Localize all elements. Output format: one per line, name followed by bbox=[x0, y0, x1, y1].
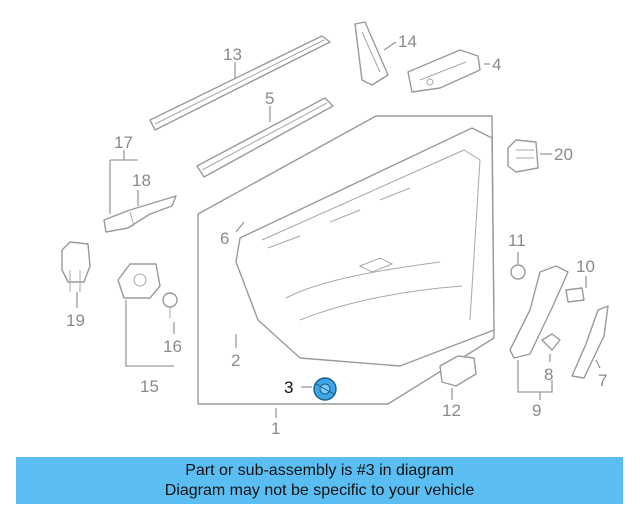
part-19-clip bbox=[61, 241, 91, 292]
part-1-door-trim-panel bbox=[197, 115, 495, 405]
part-16-bolt bbox=[162, 292, 178, 318]
callout-14: 14 bbox=[398, 32, 417, 51]
part-12-bezel bbox=[439, 355, 477, 387]
part-4-inner-handle bbox=[407, 49, 481, 93]
callout-1: 1 bbox=[271, 419, 280, 438]
info-banner: Part or sub-assembly is #3 in diagram Di… bbox=[16, 457, 623, 504]
banner-line-2: Diagram may not be specific to your vehi… bbox=[164, 482, 475, 499]
part-5-molding bbox=[196, 97, 334, 178]
callout-12: 12 bbox=[442, 401, 461, 420]
part-8-clip bbox=[541, 333, 561, 351]
part-11-screw bbox=[510, 264, 526, 280]
part-13-weatherstrip bbox=[149, 35, 331, 131]
callout-6: 6 bbox=[220, 229, 229, 248]
callout-17: 17 bbox=[114, 133, 133, 152]
callout-4: 4 bbox=[492, 55, 501, 74]
callout-7: 7 bbox=[598, 371, 607, 390]
callout-9: 9 bbox=[532, 401, 541, 420]
callout-13: 13 bbox=[223, 45, 242, 64]
callout-labels: 13 5 14 4 20 17 18 19 16 15 6 2 3 1 12 1… bbox=[66, 32, 607, 438]
part-3-fastener-highlighted bbox=[313, 377, 337, 401]
part-15-module bbox=[117, 263, 161, 299]
leader-lines bbox=[76, 41, 601, 418]
part-14-triangle-cover bbox=[354, 21, 389, 86]
callout-11: 11 bbox=[508, 231, 526, 250]
part-10-bolt bbox=[565, 287, 585, 303]
callout-3: 3 bbox=[284, 378, 293, 397]
callout-10: 10 bbox=[576, 257, 595, 276]
part-7-strip bbox=[571, 305, 609, 379]
callout-8: 8 bbox=[544, 365, 553, 384]
callout-16: 16 bbox=[163, 337, 182, 356]
callout-15: 15 bbox=[140, 377, 159, 396]
part-9-pull-bracket bbox=[509, 265, 569, 359]
callout-19: 19 bbox=[66, 311, 85, 330]
banner-line-1: Part or sub-assembly is #3 in diagram bbox=[185, 462, 454, 479]
part-20-switch bbox=[507, 139, 539, 173]
callout-2: 2 bbox=[231, 351, 240, 370]
callout-18: 18 bbox=[132, 171, 151, 190]
part-18-bracket bbox=[103, 195, 177, 233]
callout-5: 5 bbox=[265, 89, 274, 108]
callout-20: 20 bbox=[554, 145, 573, 164]
parts-diagram: 13 5 14 4 20 17 18 19 16 15 6 2 3 1 12 1… bbox=[61, 21, 609, 438]
